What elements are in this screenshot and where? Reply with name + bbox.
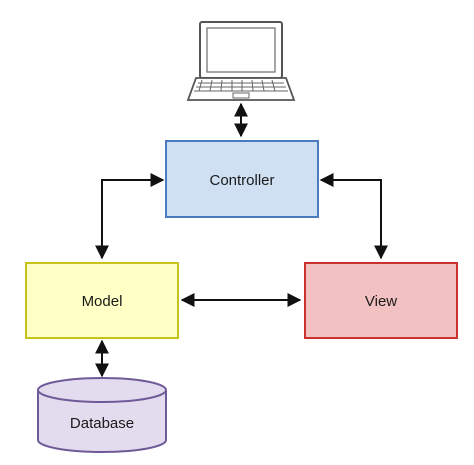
arrow-controller-view <box>319 173 388 260</box>
arrow-controller-model <box>95 173 165 260</box>
view-label: View <box>365 293 397 310</box>
model-node: Model <box>25 262 179 339</box>
view-node: View <box>304 262 458 339</box>
database-node: Database <box>37 377 167 453</box>
database-cylinder-top <box>37 377 167 403</box>
model-label: Model <box>82 293 123 310</box>
connectors <box>95 102 388 378</box>
database-label: Database <box>70 415 134 432</box>
view-box <box>304 262 458 339</box>
laptop-icon <box>186 21 296 101</box>
controller-box <box>165 140 319 218</box>
database-cylinder-body <box>37 390 167 453</box>
controller-label: Controller <box>209 172 274 189</box>
model-box <box>25 262 179 339</box>
controller-node: Controller <box>165 140 319 218</box>
